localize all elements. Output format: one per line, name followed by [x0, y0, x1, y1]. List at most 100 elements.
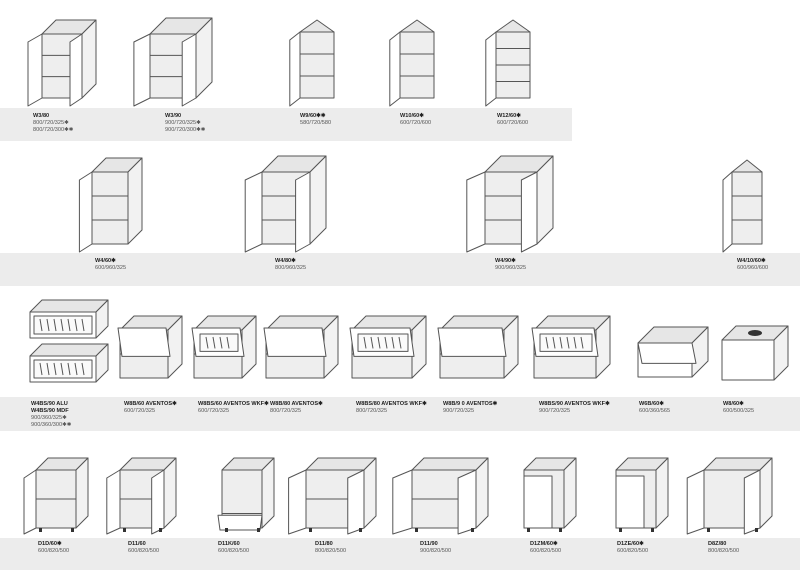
model-code: W4/80✱: [275, 258, 296, 264]
corner-wall-cabinet-icon: [389, 19, 435, 107]
door-right: [520, 171, 538, 253]
leg-icon: [471, 528, 474, 532]
cabinet-side: [655, 457, 669, 529]
dimensions: 600/820/500: [530, 548, 562, 554]
door: [389, 31, 401, 107]
tall-wall-cabinet-two-doors-icon: [466, 155, 554, 253]
label-band-row-3: [0, 397, 800, 431]
model-code: D1ZM/60✱: [530, 541, 558, 547]
glass-hatch: [573, 336, 577, 349]
leg-icon: [707, 528, 710, 532]
leg-icon: [755, 528, 758, 532]
tall-wall-cabinet-one-door-icon: [78, 157, 143, 253]
glass-hatch: [60, 318, 64, 332]
cabinet-front: [721, 339, 775, 381]
dimensions: 800/820/500: [315, 548, 347, 554]
glass-lift-flap-cabinet-icon: [349, 315, 427, 379]
cabinet-side: [759, 457, 773, 529]
label-band-row-2: [0, 253, 800, 286]
base-cabinet-two-doors-icon: [288, 457, 377, 535]
leg-icon: [619, 528, 622, 532]
wall-cabinet-two-doors-open-icon: [27, 19, 97, 107]
door-left: [27, 33, 43, 107]
model-code: W4/60✱: [95, 258, 116, 264]
model-code: W10/60✱: [400, 113, 424, 119]
leg-icon: [39, 528, 42, 532]
door-right: [457, 469, 477, 535]
dimensions: 600/720/600: [400, 120, 432, 126]
model-code: W4BS/90 ALU: [31, 401, 68, 407]
glass-hatch: [580, 336, 584, 349]
cabinet-label: W8B/60 AVENTOS✱600/720/325: [124, 401, 177, 415]
vent-hole-icon: [748, 330, 762, 336]
glass-hatch: [219, 336, 223, 349]
glass-hatch: [545, 336, 549, 349]
door-left: [392, 469, 413, 535]
glass-hatch: [67, 362, 71, 376]
cabinet-side: [363, 457, 377, 529]
cabinet-side: [163, 457, 177, 529]
door-left: [23, 469, 37, 535]
cabinet-front: [399, 31, 435, 99]
leg-icon: [359, 528, 362, 532]
lift-flap-cabinet-icon: [117, 315, 183, 379]
base-cabinet-one-door-icon: [23, 457, 89, 535]
dishwasher-front-cabinet-icon: [523, 457, 577, 532]
dimensions: 600/720/325: [198, 408, 230, 414]
door-left: [466, 171, 486, 253]
cabinet-label: W8B/80 AVENTOS✱800/720/325: [270, 401, 323, 415]
glass-hatch: [370, 336, 374, 349]
leg-icon: [415, 528, 418, 532]
dimensions: 800/820/500: [708, 548, 740, 554]
dishwasher-front-cabinet-icon: [615, 457, 669, 532]
glass-hatch: [559, 336, 563, 349]
oven-base-cabinet-icon: [217, 457, 275, 532]
model-code: W9/60✱✱: [300, 113, 326, 119]
glass-hatch: [81, 318, 85, 332]
tall-corner-wall-cabinet-icon: [722, 159, 763, 253]
model-code: W8B/80 AVENTOS✱: [270, 401, 323, 407]
dimensions: 800/720/325: [356, 408, 388, 414]
base-cabinet-two-doors-icon: [392, 457, 489, 535]
door-right: [69, 33, 83, 107]
glass-hatch: [205, 336, 209, 349]
glass-hatch: [39, 318, 43, 332]
dimensions: 900/720/325: [443, 408, 475, 414]
glass-hatch: [81, 362, 85, 376]
drawer: [217, 514, 263, 531]
door-left: [78, 171, 93, 253]
dimensions: 600/820/500: [218, 548, 250, 554]
dimensions: 900/720/325✱: [165, 120, 201, 126]
model-code: D1ZE/60✱: [617, 541, 644, 547]
door-left: [686, 469, 705, 535]
cabinet-side: [81, 19, 97, 99]
model-code: W4/10/60✱: [737, 258, 766, 264]
dimensions: 900/820/500: [420, 548, 452, 554]
model-code: W3/80: [33, 113, 50, 119]
dimensions: 800/720/325✱: [33, 120, 69, 126]
door-right: [181, 33, 197, 107]
leg-icon: [527, 528, 530, 532]
model-code: D11/60: [128, 541, 146, 547]
glass-hatch: [39, 362, 43, 376]
cabinet-top: [29, 299, 109, 313]
model-code: W8B/9 0 AVENTOS✱: [443, 401, 498, 407]
corner-wall-cabinet-icon: [289, 19, 335, 107]
dimensions: 900/720/325: [539, 408, 571, 414]
cabinet-side: [309, 155, 327, 245]
dimensions: 600/360/565: [639, 408, 671, 414]
label-band-row-4: [0, 538, 800, 570]
dimensions: 600/960/600: [737, 265, 769, 271]
model-code: D11/80: [315, 541, 333, 547]
dishwasher-front: [523, 475, 553, 529]
glass-lift-flap-cabinet-icon: [531, 315, 611, 379]
dimensions: 900/720/300✱✱: [165, 127, 206, 133]
glass-hatch: [391, 336, 395, 349]
